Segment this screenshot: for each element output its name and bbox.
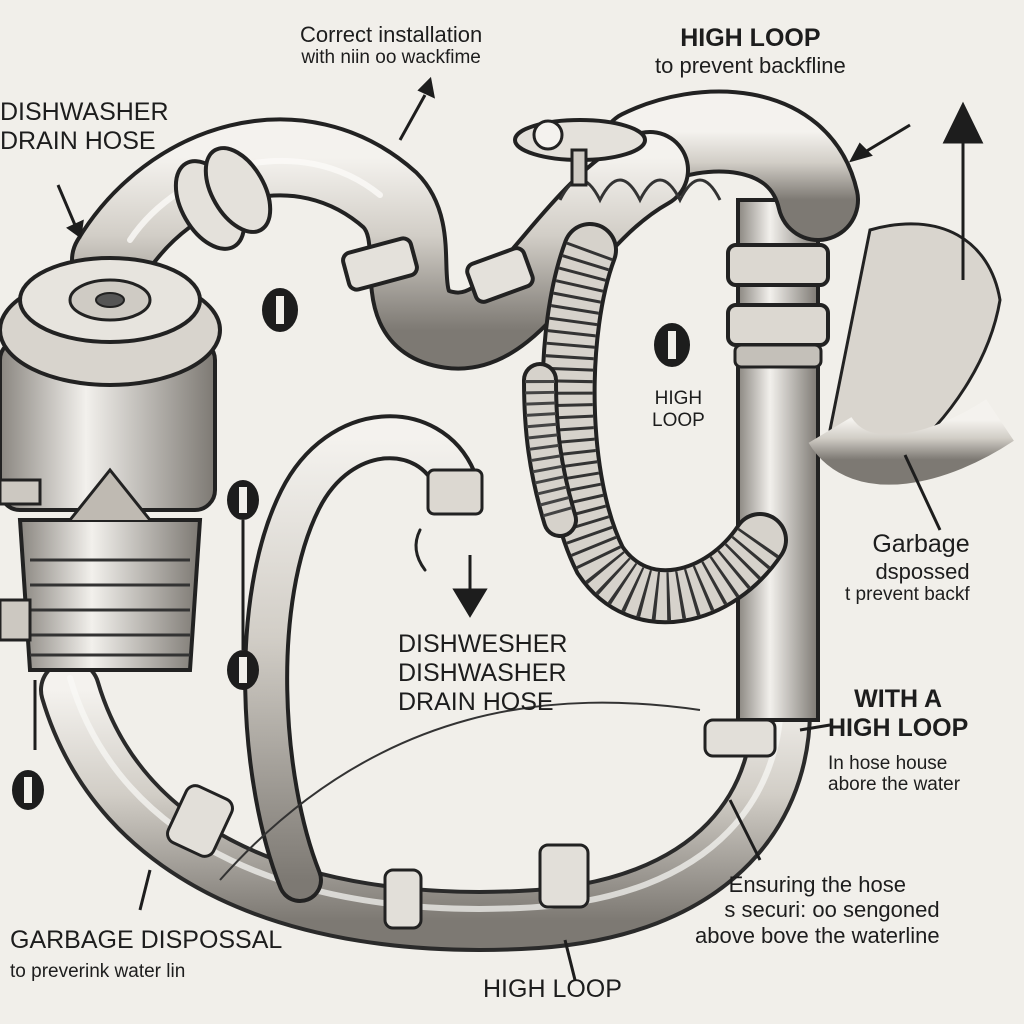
label-line: WITH A [854,685,943,713]
marker-4 [227,650,259,690]
annotation-arrows [33,76,984,981]
marker-5 [12,770,44,810]
label-line: Ensuring the hose [728,872,906,897]
marker-2 [654,323,690,367]
label-line: DISHWASHER [0,98,169,126]
label-line: t prevent backf [845,584,970,606]
marker-3 [227,480,259,650]
label-with-a-high-loop: WITH A HIGH LOOP In hose house abore the… [828,685,968,796]
label-line: s securi: oo sengoned [724,897,940,923]
label-line: Garbage [872,530,970,558]
label-line: LOOP [652,409,705,431]
tie-wire [219,701,701,881]
label-line: HIGH [654,388,703,409]
label-line: DRAIN HOSE [0,126,156,155]
label-line: with niin oo wackfime [301,47,481,69]
label-correct-installation: Correct installation with niin oo wackfi… [300,22,482,69]
label-high-loop-bottom: HIGH LOOP [483,975,622,1004]
sink-fixture [808,222,1014,485]
label-garbage-disposal-bottom: GARBAGE DISPOSSAL to preverink water lin [10,926,282,983]
label-line: GARBAGE DISPOSSAL [10,926,283,954]
label-dishwasher-drain-hose-top: DISHWASHER DRAIN HOSE [0,98,169,156]
label-line: DRAIN HOSE [398,687,554,716]
label-line: In hose house [828,752,948,774]
label-ensuring-hose: Ensuring the hose s securi: oo sengoned … [695,872,940,948]
inner-hook-hose [243,414,484,903]
label-line: above bove the waterline [695,922,940,948]
label-high-loop-mid: HIGH LOOP [652,388,705,432]
label-line: to preverink water lin [10,960,186,982]
label-line: to prevent backfline [655,52,846,78]
label-line: HIGH LOOP [828,713,969,742]
valve-knob [513,118,647,187]
hose-clamps [166,718,777,930]
label-line: DISHWESHER [398,630,568,658]
pipe-couplings [173,146,535,304]
step-markers [12,288,690,810]
label-line: HIGH LOOP [483,975,622,1003]
bottom-drain-hose [39,659,812,952]
label-line: dspossed [875,558,970,584]
label-garbage-disposed: Garbage dspossed t prevent backf [845,530,970,606]
spiral-wrap [558,178,722,204]
label-dishwasher-drain-hose-center: DISHWESHER DISHWASHER DRAIN HOSE [398,630,567,716]
garbage-disposal-unit [0,256,222,672]
label-line: abore the water [828,774,961,796]
label-high-loop-top: HIGH LOOP to prevent backfline [655,24,846,78]
label-line: DISHWASHER [398,658,567,687]
label-line: HIGH LOOP [680,24,821,52]
corrugated-hose [522,222,788,625]
label-line: Correct installation [300,22,483,47]
marker-1 [262,288,298,332]
